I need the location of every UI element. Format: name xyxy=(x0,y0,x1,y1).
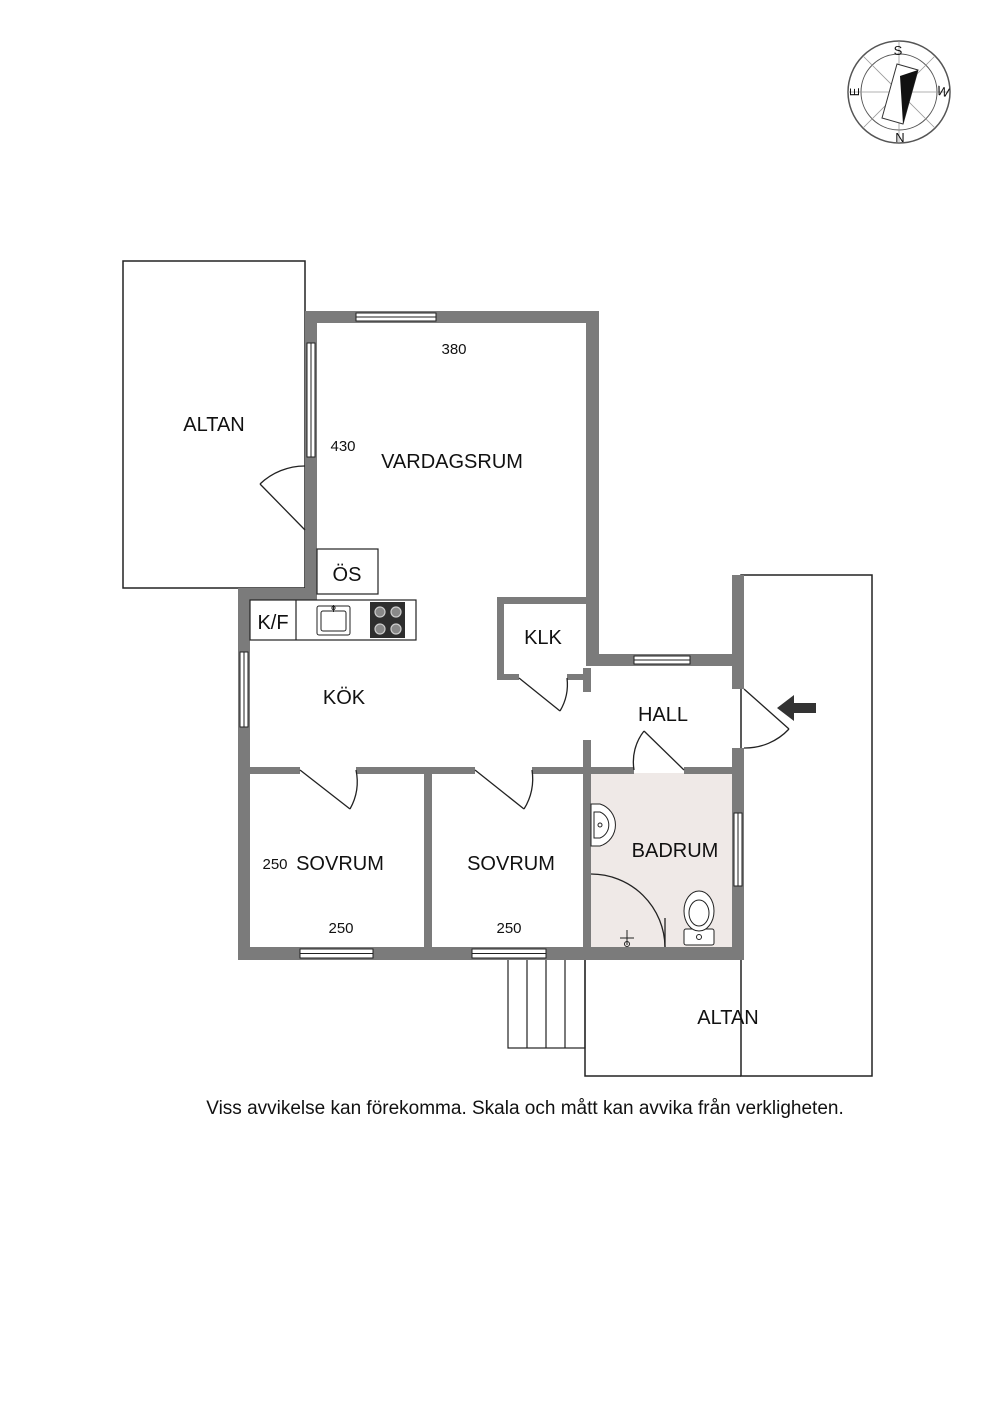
toilet-icon xyxy=(683,890,715,946)
stove-icon xyxy=(370,602,405,638)
label-badrum: BADRUM xyxy=(632,840,719,862)
label-os: ÖS xyxy=(333,564,362,586)
compass-top: S xyxy=(894,43,903,58)
label-hall: HALL xyxy=(638,704,688,726)
compass-right: W xyxy=(935,83,951,101)
dim-sovrum1-width: 250 xyxy=(328,920,353,937)
altan-right-deck xyxy=(740,574,873,1077)
dim-sovrum2-width: 250 xyxy=(496,920,521,937)
label-altan-left: ALTAN xyxy=(183,414,245,436)
label-kf: K/F xyxy=(257,612,288,634)
disclaimer-text: Viss avvikelse kan förekomma. Skala och … xyxy=(206,1098,844,1119)
compass-rose-icon: S W N E xyxy=(847,40,952,145)
label-klk: KLK xyxy=(524,627,562,649)
dim-vardagsrum-depth: 430 xyxy=(330,438,355,455)
dim-sovrum1-depth: 250 xyxy=(262,856,287,873)
label-vardagsrum: VARDAGSRUM xyxy=(381,451,523,473)
washbasin-icon xyxy=(590,803,616,847)
doors xyxy=(259,465,790,948)
shower-tap-icon xyxy=(620,930,634,947)
entrance-arrow-icon xyxy=(777,695,816,721)
label-sovrum-1: SOVRUM xyxy=(296,853,384,875)
label-sovrum-2: SOVRUM xyxy=(467,853,555,875)
altan-left-deck xyxy=(122,260,306,589)
compass-left: E xyxy=(847,87,862,96)
wardrobe-os xyxy=(316,548,379,595)
entrance-steps xyxy=(507,957,586,1049)
sink-icon xyxy=(316,605,351,636)
dim-vardagsrum-width: 380 xyxy=(441,341,466,358)
windows xyxy=(239,312,743,959)
label-altan-right: ALTAN xyxy=(697,1007,759,1029)
label-kok: KÖK xyxy=(323,687,366,709)
compass-bottom: N xyxy=(895,130,904,145)
